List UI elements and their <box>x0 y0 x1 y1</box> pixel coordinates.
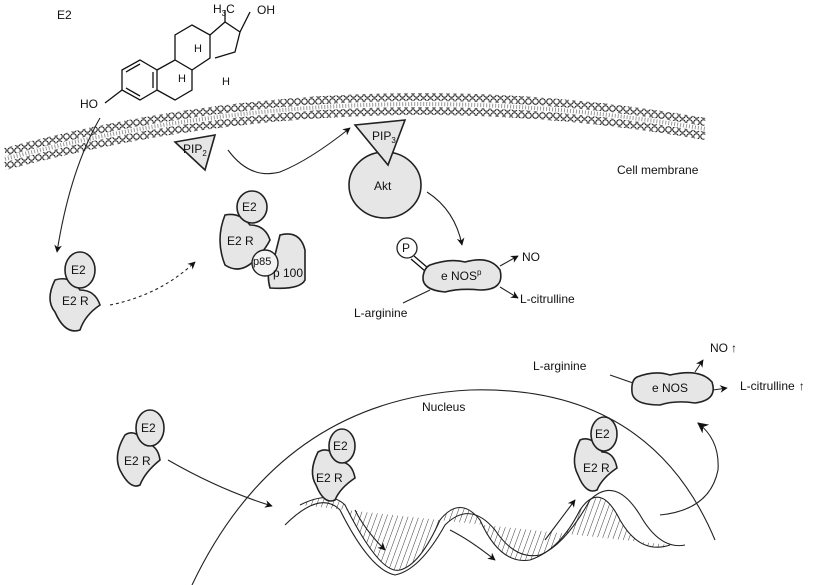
outer-e2-label: E2 <box>141 421 156 435</box>
enos-citrulline-arrow <box>712 385 728 393</box>
pi3k-e2-label: E2 <box>242 200 257 214</box>
pi3k-e2r-label: E2 R <box>227 234 254 248</box>
estradiol-structure: E2 H3C OH HO H H H <box>57 2 275 111</box>
enos-p-no-arrow <box>499 255 519 267</box>
dna-strand-a <box>299 496 671 571</box>
h-label-3: H <box>222 76 230 88</box>
enos-p-citrulline-label: L-citrulline <box>520 292 575 306</box>
ring-a <box>121 59 158 101</box>
e2-receptor-dna-complex-1: E2 E2 R <box>311 428 356 502</box>
e2-receptor-dna-complex-2: E2 E2 R <box>573 416 618 492</box>
e2-molecule-label: E2 <box>57 8 72 22</box>
nucleus-label: Nucleus <box>422 400 465 414</box>
outer-e2r-label: E2 R <box>124 454 151 468</box>
membrane-outer-leaflet <box>3 93 706 156</box>
enos-phosphorylated: P e NOSp NO L-citrulline L-arginine <box>354 237 575 320</box>
phosphate-circle <box>396 237 418 259</box>
left-e2-label: E2 <box>71 263 86 277</box>
enos-p-no-label: NO <box>522 250 540 264</box>
hydroxyl-top-label: OH <box>257 3 275 17</box>
p85-label: p85 <box>253 256 271 268</box>
hydroxyl-left-label: HO <box>80 97 98 111</box>
enos-node: e NOS L-arginine NO↑ L-citrulline↑ <box>533 341 805 406</box>
e2-receptor-complex-outer: E2 E2 R <box>116 409 165 487</box>
h-label-2: H <box>178 73 186 85</box>
pip2-label: PIP2 <box>183 142 207 158</box>
membrane-inner-leaflet <box>3 107 706 170</box>
enos-no-label: NO↑ <box>710 341 737 355</box>
akt-node: Akt <box>348 151 422 219</box>
nuclear-entry-arrow <box>167 459 273 508</box>
e2-receptor-pi3k-complex: E2 E2 R p85 p 100 <box>219 190 306 290</box>
enos-no-arrow <box>694 359 704 373</box>
dna-double-helix <box>284 490 686 576</box>
transcription-arrow-1 <box>354 509 386 551</box>
enos-p-arginine-line <box>402 289 431 304</box>
dna2-e2-label: E2 <box>595 427 610 441</box>
methyl-label: H3C <box>213 2 235 18</box>
enos-label: e NOS <box>652 381 688 395</box>
akt-to-enos-arrow <box>426 191 465 246</box>
left-e2r-label: E2 R <box>62 294 89 308</box>
enos-arginine-line <box>609 374 634 384</box>
pip2-to-pip3-arrow <box>227 127 351 175</box>
akt-label: Akt <box>374 179 392 193</box>
enos-p-citrulline-arrow <box>499 286 519 299</box>
transcription-arrow-2 <box>449 529 496 561</box>
h-label-1: H <box>194 43 202 55</box>
cell-membrane: Cell membrane <box>3 93 706 177</box>
phosphate-label: P <box>402 241 410 255</box>
dashed-recruitment-arrow <box>109 261 196 306</box>
dna2-e2r-label: E2 R <box>583 461 610 475</box>
nucleus: Nucleus <box>191 389 716 585</box>
dna-strand-b <box>284 490 686 576</box>
nuclear-envelope <box>191 389 716 585</box>
pip3-label: PIP3 <box>372 129 396 145</box>
dna1-e2-label: E2 <box>333 439 348 453</box>
transcription-arrow-3 <box>544 499 576 541</box>
e2-receptor-complex-left: E2 E2 R <box>49 251 101 332</box>
enos-arginine-label: L-arginine <box>533 359 587 373</box>
enos-p-arginine-label: L-arginine <box>354 306 408 320</box>
gene-expression-arrow <box>659 422 719 516</box>
cell-membrane-label: Cell membrane <box>617 163 699 177</box>
e2-entry-arrow <box>54 117 101 253</box>
pip3-node: PIP3 <box>353 119 407 167</box>
dna1-e2r-label: E2 R <box>316 471 343 485</box>
pip2-node: PIP2 <box>173 133 217 172</box>
p100-label: p 100 <box>273 266 303 280</box>
enos-p-label: e NOSp <box>441 268 482 283</box>
enos-citrulline-label: L-citrulline↑ <box>740 379 805 393</box>
